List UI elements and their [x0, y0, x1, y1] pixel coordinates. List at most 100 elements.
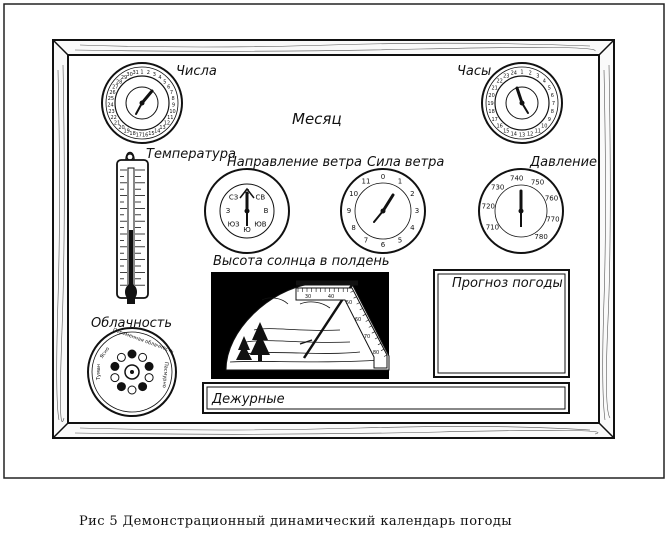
forecast-box: [433, 269, 570, 378]
days-dial-number: 31: [133, 70, 139, 76]
cloudiness-indicators: [110, 349, 154, 395]
days-dial-number: 6: [167, 84, 170, 90]
hours-dial-number: 3: [536, 74, 539, 80]
hours-dial-number: 24: [511, 71, 517, 77]
days-dial-number: 11: [167, 115, 173, 121]
pressure-number: 740: [510, 174, 523, 182]
hours-dial-label: Часы: [457, 64, 491, 79]
hours-dial-number: 6: [551, 93, 554, 99]
days-dial-number: 15: [148, 131, 154, 137]
sun-scale-tick: [353, 296, 357, 299]
fir-trees: [236, 322, 270, 361]
hours-dial-number: 9: [548, 117, 551, 123]
wind-force-number: 1: [398, 178, 402, 186]
thermometer-label: Температура: [146, 147, 236, 162]
wind-direction-dial: ССВВЮВЮЮЗЗСЗ: [204, 168, 290, 254]
days-dial-number: 30: [126, 72, 132, 78]
wind-force-number: 2: [410, 190, 414, 198]
days-dial-number: 21: [114, 120, 120, 126]
wind-force-label: Сила ветра: [367, 155, 444, 170]
wind-direction-point: ЮВ: [254, 220, 267, 228]
wind-direction-point: З: [226, 207, 231, 215]
hours-dial-number: 4: [543, 79, 546, 85]
forecast-label: Прогноз погоды: [452, 276, 563, 291]
wind-force-number: 8: [351, 224, 355, 232]
hours-dial-number: 7: [552, 101, 555, 107]
wind-force-number: 9: [347, 207, 351, 215]
sun-scale-tick: [383, 354, 388, 357]
cloud-indicator: [127, 385, 137, 395]
wind-direction-point: СЗ: [229, 194, 239, 202]
pressure-number: 770: [546, 216, 559, 224]
hours-dial-number: 13: [519, 133, 525, 139]
wind-force-number: 0: [381, 173, 385, 181]
sun-scale-label: 30: [305, 294, 311, 300]
days-dial-number: 26: [109, 90, 115, 96]
thermometer: [116, 151, 149, 304]
days-dial-number: 1: [140, 70, 143, 76]
days-dial-number: 18: [129, 131, 135, 137]
cloudiness-label: Облачность: [91, 316, 172, 331]
sun-scale-tick: [368, 325, 372, 328]
days-dial-number: 24: [107, 103, 113, 109]
days-dial-number: 5: [163, 79, 166, 85]
sun-scale-tick: [356, 302, 360, 305]
sun-scale-label: 40: [328, 294, 334, 300]
days-dial-number: 7: [170, 90, 173, 96]
days-dial-number: 19: [124, 129, 130, 135]
pressure-label: Давление: [529, 155, 597, 170]
pressure-number: 730: [491, 184, 504, 192]
duty-label: Дежурные: [211, 392, 285, 407]
days-dial-number: 17: [136, 132, 142, 138]
duty-box: [202, 382, 570, 414]
sun-scale-tick: [350, 290, 354, 293]
wind-direction-point: СВ: [256, 194, 266, 202]
wind-direction-label: Направление ветра: [227, 155, 362, 170]
wind-force-number: 3: [415, 207, 419, 215]
days-dial-number: 14: [154, 129, 160, 135]
sun-scale-tick: [371, 331, 375, 334]
cloud-indicator: [127, 349, 137, 359]
hours-dial-number: 11: [535, 128, 541, 134]
wind-direction-point: В: [264, 207, 269, 215]
pressure-number: 780: [534, 233, 547, 241]
sun-scale-label: 70: [364, 334, 370, 340]
hours-dial-number: 10: [541, 123, 547, 129]
hours-dial-number: 19: [487, 101, 493, 107]
days-dial-number: 9: [172, 103, 175, 109]
hours-dial-number: 5: [548, 85, 551, 91]
days-dial-number: 8: [172, 96, 175, 102]
pressure-number: 760: [545, 194, 558, 202]
sun-scale-tick: [377, 343, 382, 346]
outer-border: [3, 3, 665, 479]
wind-direction-point: Ю: [243, 226, 251, 234]
days-dial-label: Числа: [176, 64, 217, 79]
sun-scale-tick: [362, 313, 366, 316]
wind-force-number: 10: [349, 190, 358, 198]
cloud-indicator: [110, 373, 120, 383]
cloudiness-state: Пасмурно: [161, 362, 169, 388]
hours-dial-number: 1: [520, 70, 523, 76]
days-dial-number: 29: [121, 75, 127, 81]
figure-caption: Рис 5 Демонстрационный динамический кале…: [79, 514, 512, 529]
days-dial-number: 28: [116, 79, 122, 85]
sun-scale-label: 80: [373, 350, 379, 356]
sun-scale-label: 60: [355, 317, 361, 323]
hours-dial-number: 15: [503, 128, 509, 134]
pressure-number: 750: [531, 178, 544, 186]
wind-force-number: 11: [362, 178, 371, 186]
hours-dial-number: 17: [492, 117, 498, 123]
cloudiness-state: Туман: [96, 364, 102, 381]
hours-dial-number: 18: [488, 109, 494, 115]
cloud-indicator: [110, 361, 120, 371]
hours-dial-number: 23: [503, 74, 509, 80]
days-dial-number: 10: [169, 109, 175, 115]
sun-scale-tick: [359, 308, 363, 311]
